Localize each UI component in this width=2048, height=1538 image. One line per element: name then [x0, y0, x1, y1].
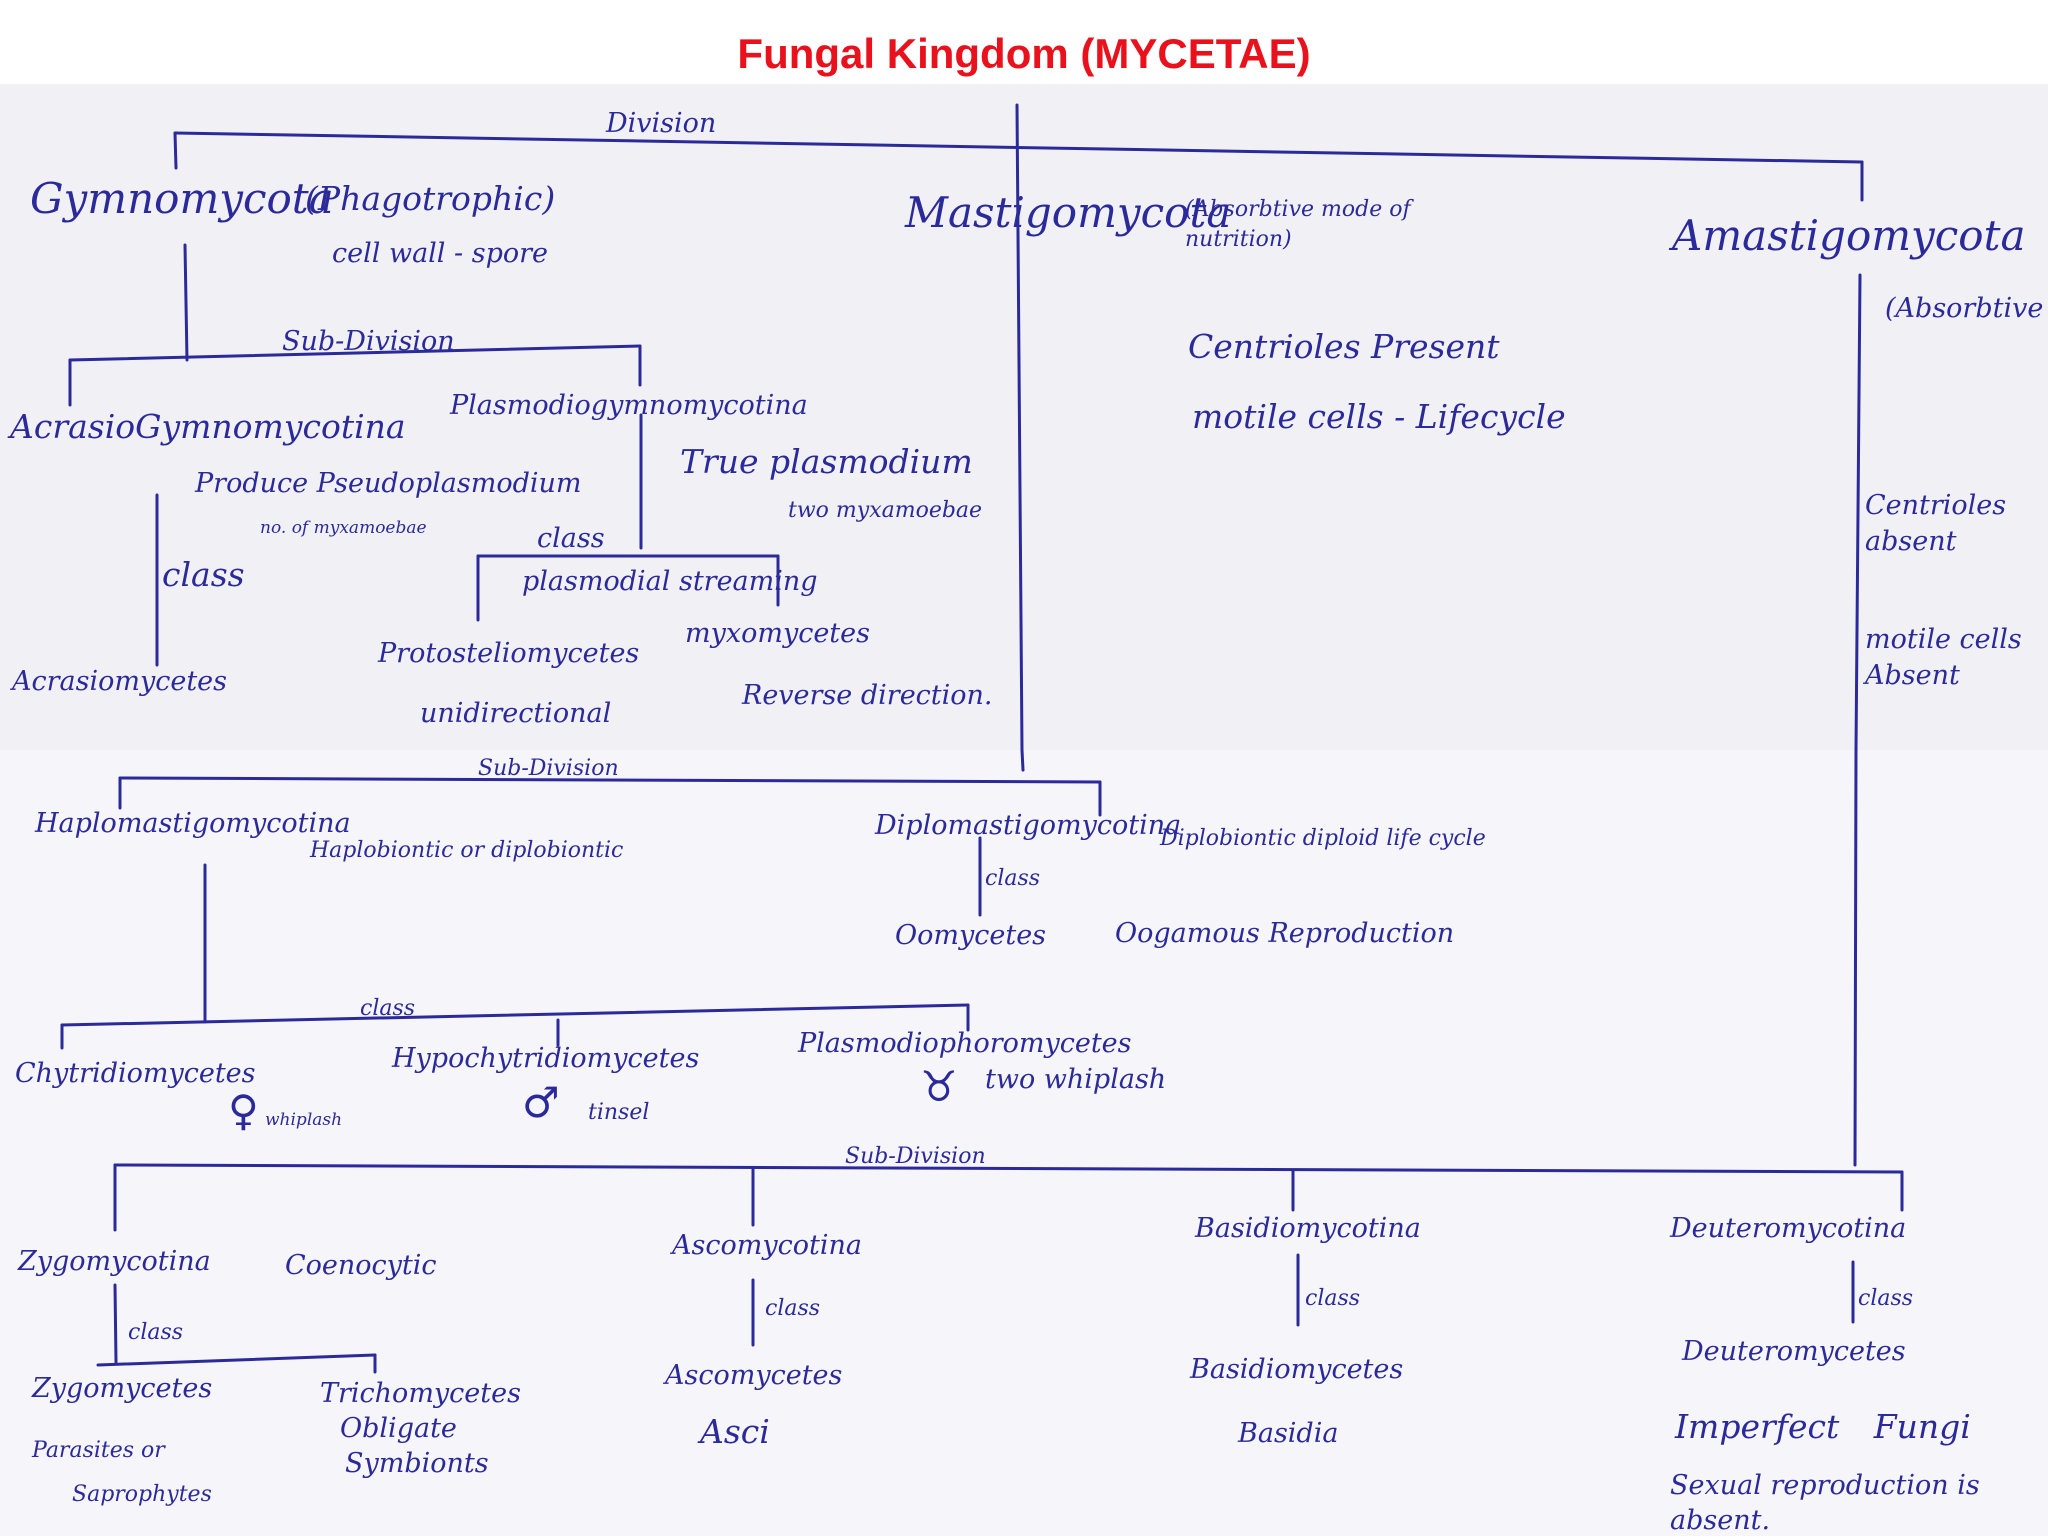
- deuteromycetes-label: Deuteromycetes: [1682, 1336, 1906, 1367]
- gymnomycota-label: Gymnomycota: [30, 174, 334, 223]
- basidiomycotina-label: Basidiomycotina: [1195, 1213, 1421, 1244]
- myxomycetes-label: myxomycetes: [685, 618, 870, 649]
- ascomycetes-label: Ascomycetes: [665, 1360, 843, 1391]
- pseudoplasmodium-note: Produce Pseudoplasmodium: [195, 468, 582, 499]
- plasmodiogymnomycotina-label: Plasmodiogymnomycotina: [450, 390, 808, 421]
- subdivision3-bar: [113, 1163, 1904, 1174]
- two-whiplash-symbol-icon: ♉: [920, 1062, 958, 1111]
- class-label-5: class: [128, 1320, 184, 1345]
- hypochytridiomycetes-label: Hypochytridiomycetes: [392, 1043, 700, 1074]
- gymno-subdivision-bar: [68, 344, 642, 362]
- ascomycotina-label: Ascomycotina: [672, 1230, 862, 1261]
- protosteliomycetes-label: Protosteliomycetes: [378, 638, 640, 669]
- zygo-class-bar: [96, 1353, 377, 1367]
- cell-wall-note: cell wall - spore: [332, 238, 548, 269]
- acrasiomycetes-label: Acrasiomycetes: [12, 666, 228, 697]
- subdivision-label-2: Sub-Division: [478, 756, 619, 781]
- class-label-1: class: [162, 555, 245, 594]
- sexual-reproduction-note: Sexual reproduction is absent.: [1670, 1470, 1980, 1537]
- two-whiplash-note: two whiplash: [985, 1064, 1167, 1095]
- class-label-8: class: [1858, 1286, 1914, 1311]
- class4-bar: [60, 1003, 970, 1027]
- amastigomycota-absorbtive-note: (Absorbtive: [1885, 293, 2044, 324]
- haplobiontic-note: Haplobiontic or diplobiontic: [310, 838, 624, 863]
- plasmodiophoromycetes-label: Plasmodiophoromycetes: [798, 1028, 1132, 1059]
- diplobiontic-note: Diplobiontic diploid life cycle: [1160, 826, 1486, 851]
- centrioles-present-note: Centrioles Present: [1188, 327, 1500, 366]
- amastigomycota-label: Amastigomycota: [1672, 211, 2026, 260]
- oomycetes-label: Oomycetes: [895, 920, 1047, 951]
- mastigo-trunk-lower: [1020, 748, 1025, 772]
- class-label-6: class: [765, 1296, 821, 1321]
- parasites-note: Parasites or: [32, 1438, 165, 1463]
- basidiomycetes-label: Basidiomycetes: [1190, 1354, 1404, 1385]
- chytridiomycetes-label: Chytridiomycetes: [15, 1058, 256, 1089]
- zygo-class-line: [113, 1283, 118, 1364]
- class-label-2: class: [537, 523, 605, 554]
- page-title: Fungal Kingdom (MYCETAE): [737, 30, 1311, 77]
- unidirectional-note: unidirectional: [420, 698, 612, 729]
- mastigomycota-label: Mastigomycota: [905, 188, 1232, 237]
- division-drop-gymno: [173, 131, 178, 170]
- subdivision2-bar: [118, 776, 1102, 784]
- mastigo-trunk: [1015, 103, 1024, 752]
- true-plasmodium-note: True plasmodium: [680, 442, 973, 481]
- division-label: Division: [606, 108, 717, 139]
- myxamoebae-note: no. of myxamoebae: [260, 518, 427, 538]
- centrioles-absent-note: Centrioles absent: [1865, 490, 2007, 558]
- acrasiogymnomycotina-label: AcrasioGymnomycotina: [10, 407, 406, 446]
- subdivision-label-3: Sub-Division: [845, 1144, 986, 1169]
- symbionts-note: Symbionts: [345, 1448, 489, 1479]
- deuteromycotina-label: Deuteromycotina: [1670, 1213, 1907, 1244]
- zygomycotina-label: Zygomycotina: [18, 1246, 211, 1277]
- coenocytic-note: Coenocytic: [285, 1250, 437, 1281]
- class-label-4: class: [360, 996, 416, 1021]
- amastigo-trunk-lower: [1853, 748, 1858, 1167]
- tinsel-note: tinsel: [588, 1100, 650, 1125]
- obligate-note: Obligate: [340, 1413, 457, 1444]
- amastigo-trunk: [1854, 273, 1862, 752]
- trichomycetes-label: Trichomycetes: [320, 1378, 521, 1409]
- plasmodial-streaming-note: plasmodial streaming: [522, 566, 818, 597]
- class-label-3: class: [985, 866, 1041, 891]
- motile-cells-absent-note: motile cells Absent: [1865, 624, 2022, 692]
- tinsel-symbol-icon: ♂: [522, 1078, 560, 1127]
- reverse-direction-note: Reverse direction.: [742, 680, 993, 711]
- basidia-note: Basidia: [1238, 1418, 1339, 1449]
- diplomastigomycotina-label: Diplomastigomycotina: [875, 810, 1182, 841]
- paper-background-lower: [0, 750, 2048, 1536]
- class-label-7: class: [1305, 1286, 1361, 1311]
- whiplash-symbol-icon: ♀: [228, 1086, 259, 1135]
- haplomastigomycotina-label: Haplomastigomycotina: [35, 808, 351, 839]
- saprophytes-note: Saprophytes: [72, 1482, 212, 1507]
- phagotrophic-note: (Phagotrophic): [305, 179, 556, 218]
- imperfect-fungi-note: Imperfect Fungi: [1675, 1407, 1971, 1446]
- two-myxamoebae-note: two myxamoebae: [788, 498, 983, 523]
- gymno-trunk: [183, 243, 189, 362]
- mastigomycota-nutrition-note: (Absorbtive mode of nutrition): [1185, 197, 1411, 252]
- subdivision-label-1: Sub-Division: [282, 326, 455, 357]
- motile-cells-note: motile cells - Lifecycle: [1192, 397, 1566, 436]
- asci-note: Asci: [700, 1412, 770, 1451]
- whiplash-note: whiplash: [265, 1110, 343, 1130]
- zygomycetes-label: Zygomycetes: [32, 1373, 213, 1404]
- oogamous-reproduction-note: Oogamous Reproduction: [1115, 918, 1455, 949]
